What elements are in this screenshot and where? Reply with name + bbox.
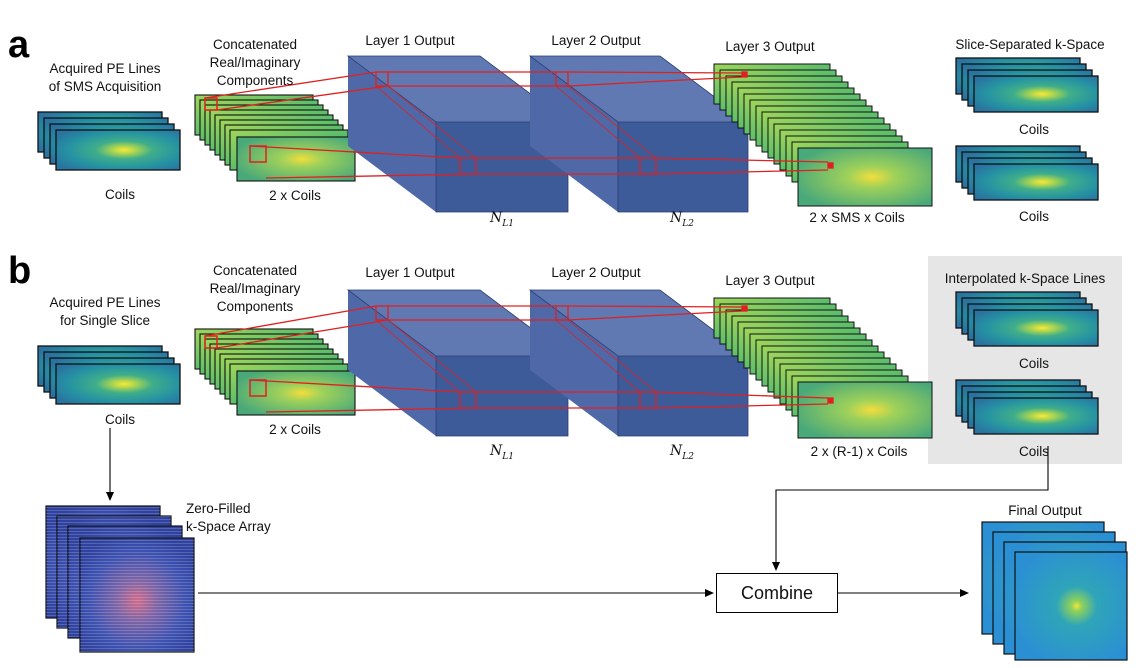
a-input-stack <box>37 111 181 171</box>
b-input-caption: Coils <box>104 412 135 427</box>
a-output-stack-1 <box>955 57 1099 113</box>
a-connection-lines <box>204 71 834 179</box>
a-output-caption-2: Coils <box>1018 209 1049 224</box>
b-output-title: Interpolated k-Space Lines <box>944 271 1106 286</box>
b-concat-stack <box>194 328 356 416</box>
a-layer3-caption: 2 x SMS x Coils <box>809 210 905 225</box>
b-input-title: Acquired PE Lines for Single Slice <box>49 295 161 328</box>
a-layer3-stack <box>713 63 933 207</box>
a-layer1-caption: NL1 <box>490 210 514 229</box>
b-layer3-caption: 2 x (R-1) x Coils <box>810 444 908 459</box>
flow-arrows <box>106 428 1049 597</box>
b-layer1-title: Layer 1 Output <box>365 265 455 280</box>
b-output-stack-1 <box>955 291 1099 347</box>
a-input-caption: Coils <box>104 187 135 202</box>
b-output-stack-2 <box>955 379 1099 435</box>
a-concat-title: Concatenated Real/Imaginary Components <box>209 37 301 88</box>
b-layer3-title: Layer 3 Output <box>725 273 815 288</box>
a-layer3-title: Layer 3 Output <box>725 39 815 54</box>
a-concat-stack <box>194 94 356 182</box>
a-layer1-title: Layer 1 Output <box>365 33 455 48</box>
b-input-stack <box>37 345 181 405</box>
a-input-title: Acquired PE Lines of SMS Acquisition <box>48 61 162 94</box>
a-layer2-title: Layer 2 Output <box>551 33 641 48</box>
b-output-caption-1: Coils <box>1018 356 1049 371</box>
a-concat-caption: 2 x Coils <box>269 188 321 203</box>
a-output-stack-2 <box>955 145 1099 201</box>
final-output-title: Final Output <box>1008 503 1082 518</box>
zero-filled-stack <box>45 505 195 653</box>
a-output-title: Slice-Separated k-Space <box>955 37 1105 52</box>
b-output-caption-2: Coils <box>1018 444 1049 459</box>
combine-box: Combine <box>716 573 838 613</box>
b-layer2-caption: NL2 <box>670 443 694 462</box>
b-layer1-caption: NL1 <box>490 443 514 462</box>
b-concat-title: Concatenated Real/Imaginary Components <box>209 263 301 314</box>
panel-letter-b: b <box>8 250 32 292</box>
final-output-stack <box>981 521 1128 661</box>
a-output-caption-1: Coils <box>1018 122 1049 137</box>
b-connection-lines <box>204 305 834 413</box>
b-layer2-title: Layer 2 Output <box>551 265 641 280</box>
zero-filled-title: Zero-Filled k-Space Array <box>186 501 271 534</box>
a-layer2-caption: NL2 <box>670 210 694 229</box>
panel-letter-a: a <box>8 24 30 66</box>
b-concat-caption: 2 x Coils <box>269 422 321 437</box>
